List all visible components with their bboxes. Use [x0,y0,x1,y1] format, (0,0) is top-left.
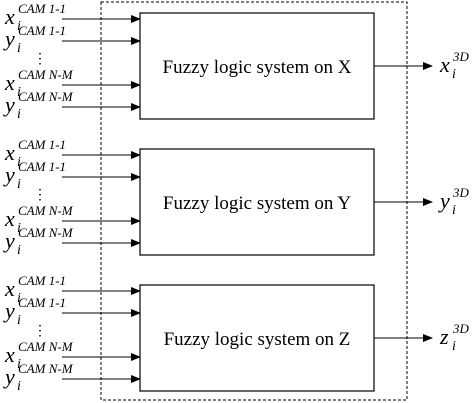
fuzzy-system-label: Fuzzy logic system on Z [164,329,351,350]
input-label-superscript: CAM 1-1 [18,137,66,152]
output-label-superscript: 3D [452,185,470,200]
dashed-boundary [100,1,408,401]
output-label-symbol: y [438,188,450,213]
input-label-superscript: CAM 1-1 [18,159,66,174]
output-label-symbol: z [439,324,449,349]
fuzzy-system-box [139,284,375,392]
input-label-subscript: i [17,85,21,100]
input-label-symbol: x [4,140,15,165]
input-label-superscript: CAM 1-1 [18,1,66,16]
fuzzy-system-box [139,148,375,256]
input-label-symbol: y [3,92,15,117]
input-label-superscript: CAM N-M [18,203,74,218]
output-label-subscript: i [452,203,456,218]
input-label-symbol: y [3,298,15,323]
output-label-subscript: i [452,67,456,82]
input-label-subscript: i [17,19,21,34]
input-label-superscript: CAM N-M [18,89,74,104]
input-label-subscript: i [17,41,21,56]
input-label-subscript: i [17,313,21,328]
output-label-subscript: i [452,339,456,354]
input-label-symbol: x [4,206,15,231]
output-label-superscript: 3D [452,321,470,336]
input-label-symbol: y [3,26,15,51]
input-label-superscript: CAM N-M [18,339,74,354]
input-label-subscript: i [17,155,21,170]
output-label-superscript: 3D [452,49,470,64]
input-label-superscript: CAM 1-1 [18,295,66,310]
input-label-subscript: i [17,243,21,258]
input-label-symbol: x [4,70,15,95]
fuzzy-system-label: Fuzzy logic system on X [163,57,352,78]
input-label-superscript: CAM 1-1 [18,273,66,288]
ellipsis: ⋮ [33,52,47,67]
fuzzy-system-label: Fuzzy logic system on Y [163,193,351,214]
fuzzy-system-box [139,12,375,120]
input-label-symbol: y [3,162,15,187]
input-label-superscript: CAM 1-1 [18,23,66,38]
input-label-subscript: i [17,107,21,122]
input-label-subscript: i [17,177,21,192]
input-label-symbol: x [4,4,15,29]
input-label-superscript: CAM N-M [18,361,74,376]
input-label-symbol: y [3,228,15,253]
output-label-symbol: x [439,52,450,77]
input-label-symbol: x [4,276,15,301]
ellipsis: ⋮ [33,324,47,339]
input-label-superscript: CAM N-M [18,67,74,82]
input-label-symbol: x [4,342,15,367]
ellipsis: ⋮ [33,188,47,203]
input-label-superscript: CAM N-M [18,225,74,240]
input-label-subscript: i [17,221,21,236]
input-label-subscript: i [17,357,21,372]
input-label-subscript: i [17,291,21,306]
input-label-symbol: y [3,364,15,389]
input-label-subscript: i [17,379,21,394]
